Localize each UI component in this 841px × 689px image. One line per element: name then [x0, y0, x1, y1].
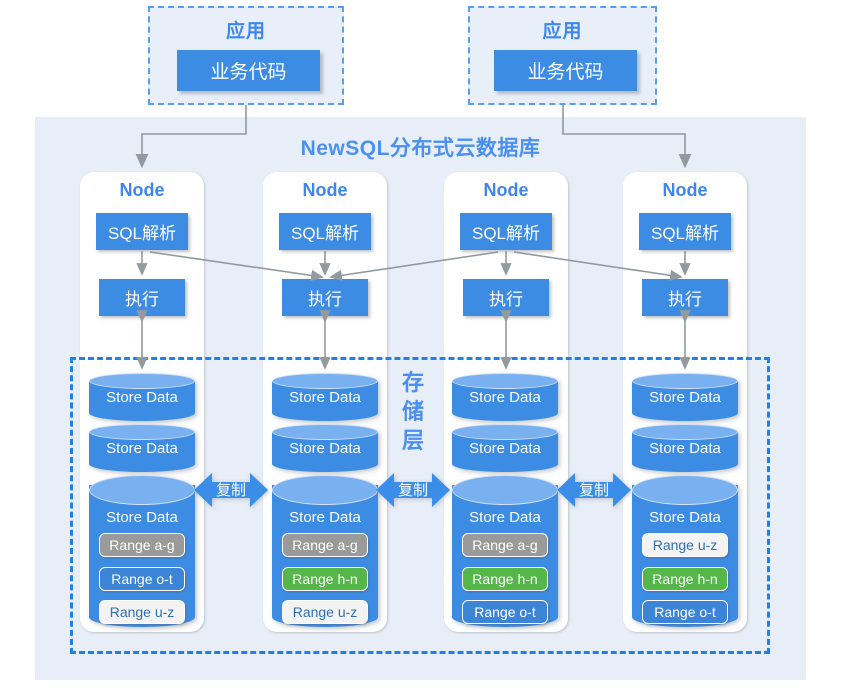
business-code-box-2[interactable]: 业务代码 [494, 50, 637, 91]
range-pill[interactable]: Range u-z [642, 533, 728, 557]
store-data-label: Store Data [469, 440, 541, 457]
range-pill[interactable]: Range a-g [99, 533, 185, 557]
store-data-label: Store Data [649, 440, 721, 457]
store-data-cylinder-2-1[interactable]: Store Data [272, 373, 378, 421]
storage-label-char-2: 储 [401, 399, 424, 424]
node-label-3: Node [483, 180, 529, 200]
store-data-cylinder-1-1[interactable]: Store Data [89, 373, 195, 421]
storage-label-char-3: 层 [401, 428, 424, 453]
application-box-1: 应用 业务代码 [148, 6, 344, 105]
double-arrow-icon [557, 473, 631, 507]
store-data-cylinder-2-2[interactable]: Store Data [272, 424, 378, 472]
execute-box-1[interactable]: 执行 [99, 279, 185, 316]
range-pill[interactable]: Range o-t [99, 567, 185, 591]
sql-parse-box-4[interactable]: SQL解析 [639, 213, 731, 250]
store-data-label: Store Data [289, 509, 361, 526]
storage-label-char-1: 存 [401, 370, 424, 395]
node-label-1: Node [119, 180, 165, 200]
application-box-2: 应用 业务代码 [468, 6, 657, 105]
range-pill[interactable]: Range a-g [282, 533, 368, 557]
store-data-cylinder-3-3[interactable]: Store Data Range a-g Range h-n Range o-t [452, 475, 558, 627]
storage-layer-label: 存 储 层 [400, 368, 426, 455]
range-pill[interactable]: Range u-z [99, 600, 185, 624]
store-data-label: Store Data [469, 389, 541, 406]
store-data-cylinder-3-1[interactable]: Store Data [452, 373, 558, 421]
store-data-label: Store Data [649, 509, 721, 526]
replication-label: 复制 [578, 482, 609, 499]
store-data-cylinder-2-3[interactable]: Store Data Range a-g Range h-n Range u-z [272, 475, 378, 627]
double-arrow-icon [376, 473, 450, 507]
replication-label: 复制 [215, 482, 246, 499]
node-label-4: Node [662, 180, 708, 200]
node-label-2: Node [302, 180, 348, 200]
sql-parse-box-3[interactable]: SQL解析 [460, 213, 552, 250]
storage-layer-boundary [70, 357, 770, 654]
application-title-1: 应用 [225, 21, 266, 42]
store-data-label: Store Data [106, 389, 178, 406]
replication-arrow-1: 复制 [194, 467, 268, 513]
store-data-cylinder-1-3[interactable]: Store Data Range a-g Range o-t Range u-z [89, 475, 195, 627]
replication-label: 复制 [397, 482, 428, 499]
execute-box-3[interactable]: 执行 [463, 279, 549, 316]
replication-arrow-2: 复制 [376, 467, 450, 513]
replication-arrow-3: 复制 [557, 467, 631, 513]
application-title-2: 应用 [542, 21, 583, 42]
store-data-cylinder-3-2[interactable]: Store Data [452, 424, 558, 472]
range-pill[interactable]: Range a-g [462, 533, 548, 557]
business-code-box-1[interactable]: 业务代码 [177, 50, 320, 91]
range-pill[interactable]: Range h-n [462, 567, 548, 591]
range-pill[interactable]: Range u-z [282, 600, 368, 624]
store-data-label: Store Data [289, 440, 361, 457]
store-data-label: Store Data [106, 440, 178, 457]
range-pill[interactable]: Range o-t [642, 600, 728, 624]
range-pill[interactable]: Range h-n [642, 567, 728, 591]
store-data-label: Store Data [469, 509, 541, 526]
execute-box-2[interactable]: 执行 [282, 279, 368, 316]
store-data-cylinder-4-1[interactable]: Store Data [632, 373, 738, 421]
execute-box-4[interactable]: 执行 [642, 279, 728, 316]
store-data-label: Store Data [106, 509, 178, 526]
range-pill[interactable]: Range h-n [282, 567, 368, 591]
database-title: NewSQL分布式云数据库 [300, 137, 541, 160]
store-data-label: Store Data [289, 389, 361, 406]
sql-parse-box-2[interactable]: SQL解析 [279, 213, 371, 250]
store-data-cylinder-4-3[interactable]: Store Data Range u-z Range h-n Range o-t [632, 475, 738, 627]
store-data-cylinder-4-2[interactable]: Store Data [632, 424, 738, 472]
store-data-label: Store Data [649, 389, 721, 406]
store-data-cylinder-1-2[interactable]: Store Data [89, 424, 195, 472]
range-pill[interactable]: Range o-t [462, 600, 548, 624]
sql-parse-box-1[interactable]: SQL解析 [96, 213, 188, 250]
double-arrow-icon [194, 473, 268, 507]
